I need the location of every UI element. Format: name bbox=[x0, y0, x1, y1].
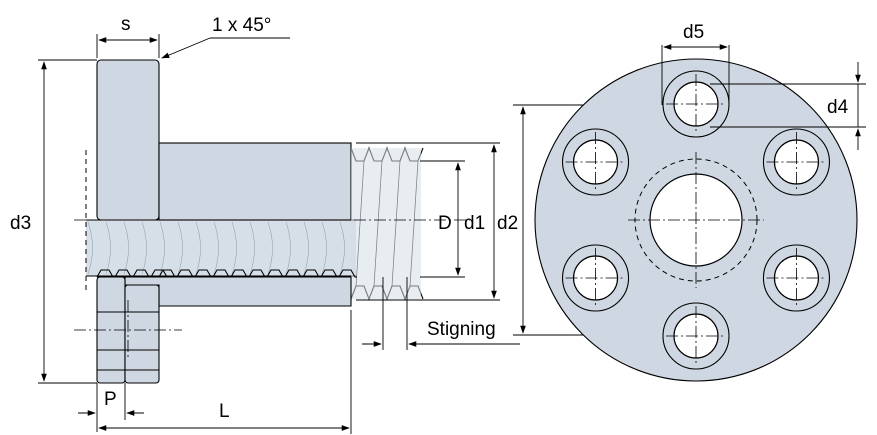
label-d5: d5 bbox=[683, 22, 704, 43]
label-L: L bbox=[219, 401, 230, 422]
dim-P: P bbox=[78, 383, 144, 432]
label-d4: d4 bbox=[827, 97, 849, 118]
dim-L: L bbox=[98, 310, 352, 434]
nut-lower-section bbox=[96, 269, 357, 384]
bolt-holes bbox=[561, 70, 831, 370]
dim-chamfer: 1 x 45° bbox=[161, 15, 290, 59]
label-D: D bbox=[438, 213, 452, 234]
threaded-spindle bbox=[86, 219, 356, 277]
dim-d4: d4 bbox=[710, 62, 866, 150]
label-stigning: Stigning bbox=[427, 319, 496, 340]
bolt-hole bbox=[662, 70, 730, 138]
label-d3: d3 bbox=[10, 213, 31, 234]
bolt-hole bbox=[762, 128, 831, 196]
dim-d1: d1 bbox=[356, 142, 500, 301]
bolt-hole bbox=[561, 128, 630, 196]
dim-d3: d3 bbox=[10, 59, 97, 384]
bolt-hole bbox=[662, 302, 730, 370]
label-d2: d2 bbox=[497, 213, 518, 234]
label-chamfer: 1 x 45° bbox=[212, 15, 271, 36]
bolt-hole bbox=[762, 244, 831, 312]
label-P: P bbox=[104, 389, 117, 410]
flange-upper bbox=[96, 59, 160, 221]
dim-D: D bbox=[420, 160, 465, 278]
dim-stigning: Stigning bbox=[362, 277, 520, 350]
label-d1: d1 bbox=[464, 213, 485, 234]
label-s: s bbox=[121, 14, 131, 35]
front-view: d5 d4 bbox=[534, 22, 866, 382]
spindle-thread-visible bbox=[350, 146, 424, 301]
bolt-hole bbox=[561, 244, 630, 312]
dim-d5: d5 bbox=[661, 22, 730, 105]
nut-body-upper bbox=[158, 142, 352, 221]
dim-s: s bbox=[96, 14, 160, 58]
